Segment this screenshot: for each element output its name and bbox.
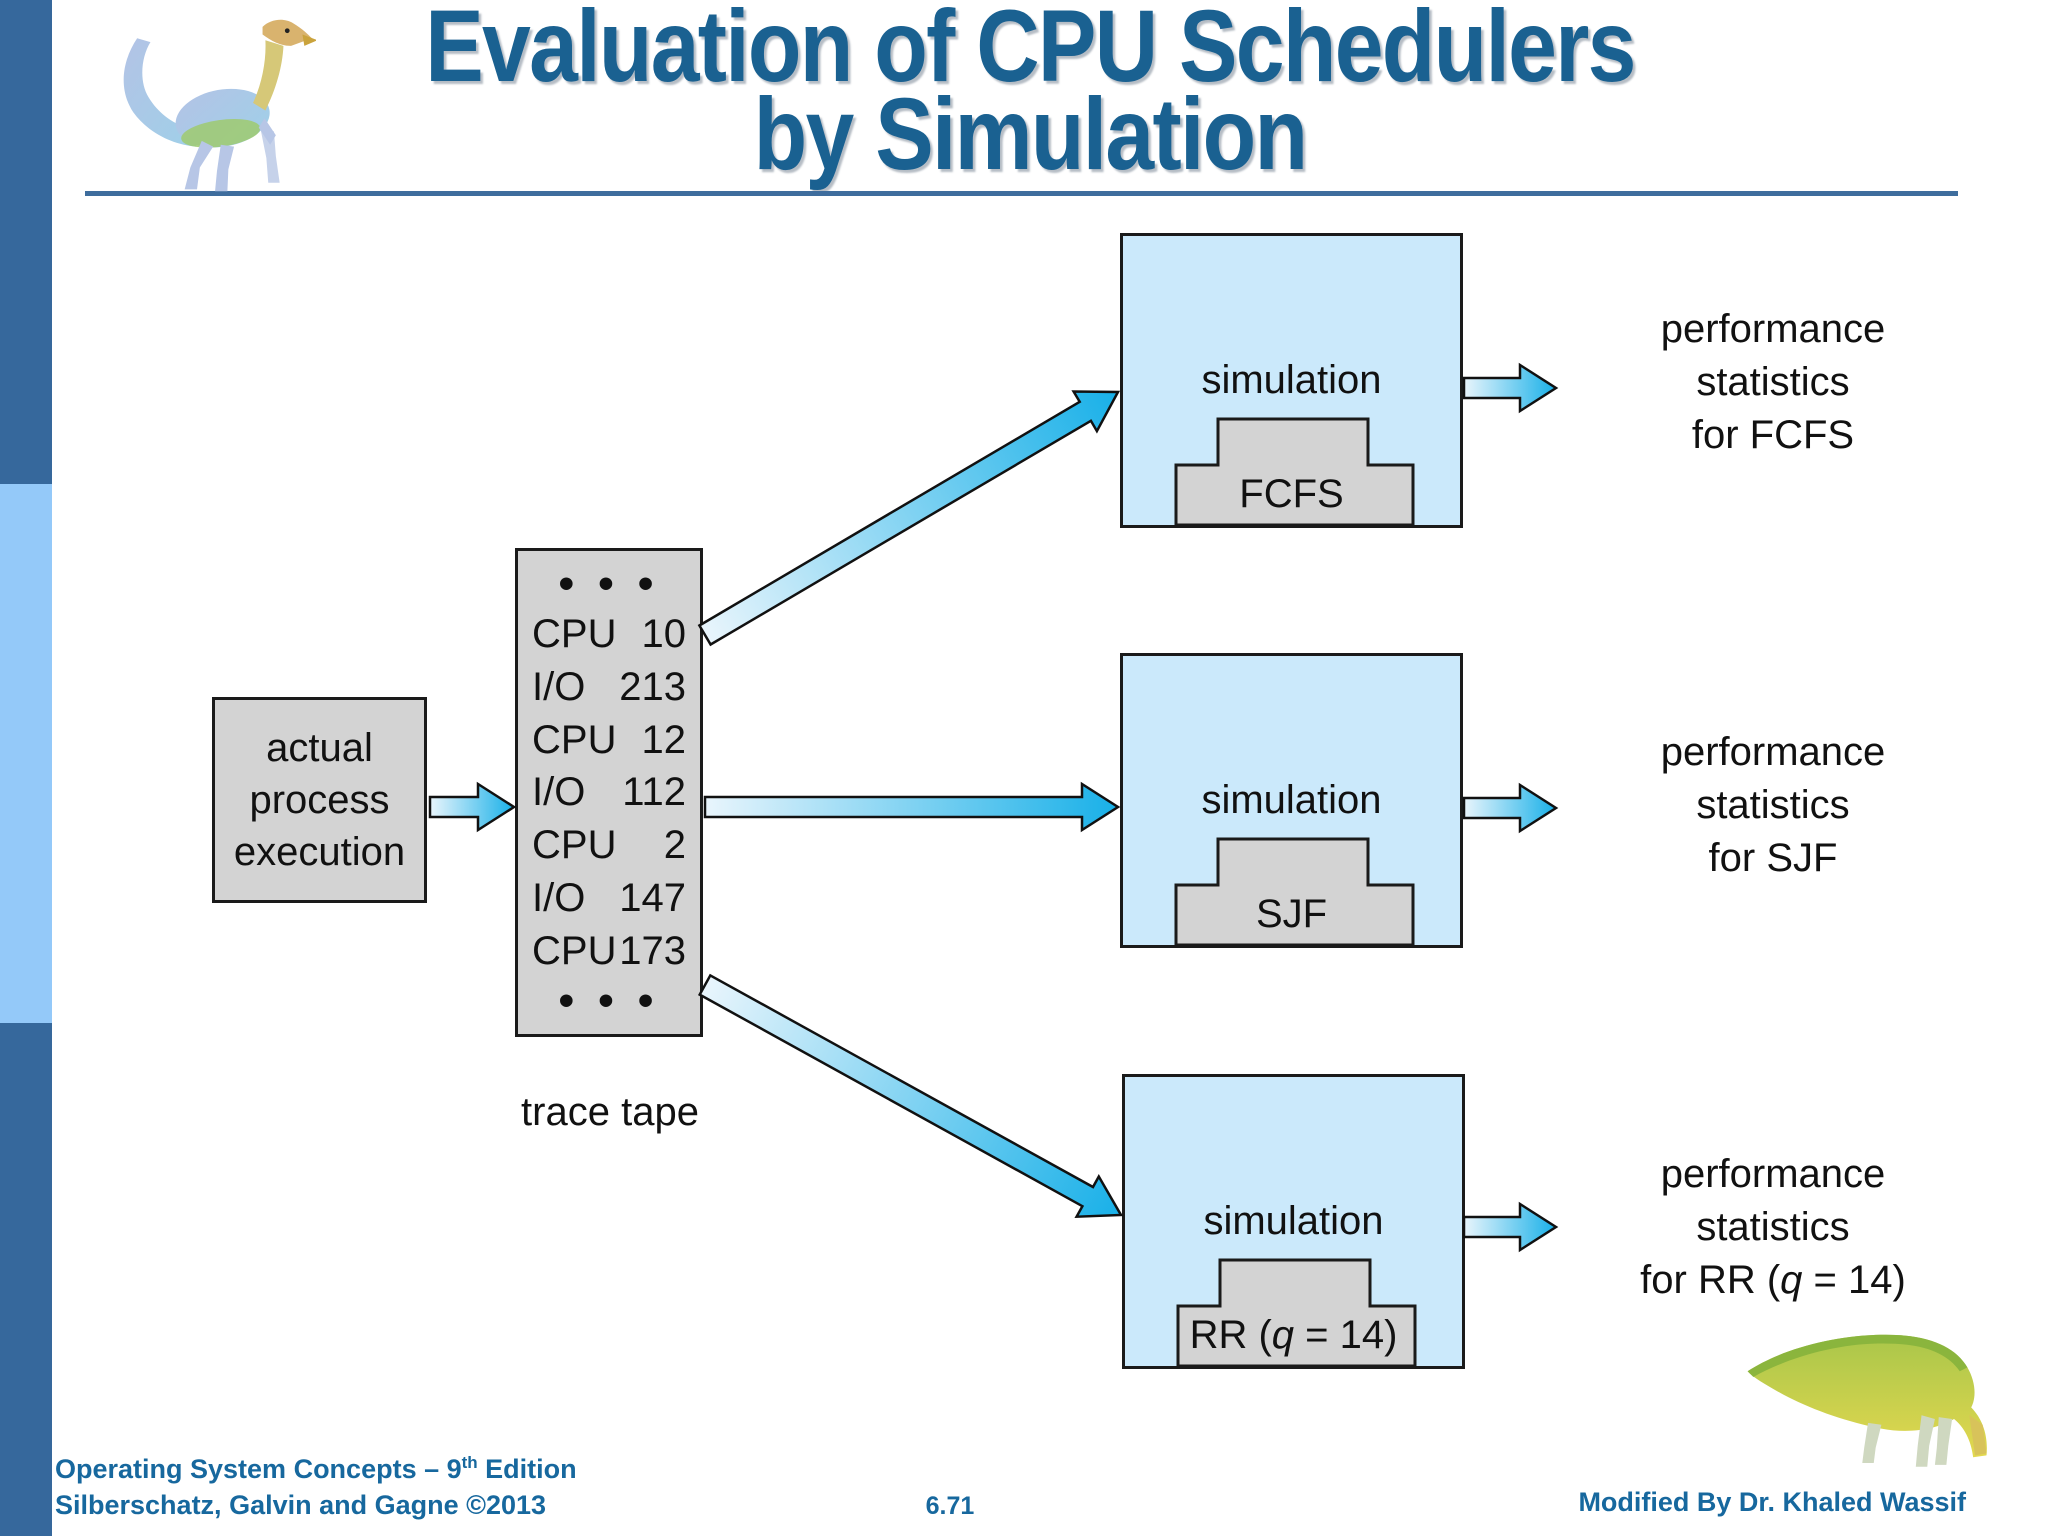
- page-title-line2: by Simulation: [753, 77, 1308, 191]
- page-title: Evaluation of CPU Schedulers by Simulati…: [90, 0, 1970, 191]
- trace-tape-dots-top: • • •: [558, 558, 660, 608]
- slide-number: 6.71: [925, 1492, 975, 1520]
- stats-line: statistics: [1696, 360, 1850, 404]
- arrow-fcfs-to-stats: [1462, 362, 1559, 414]
- footer-book-title-sup: th: [461, 1453, 478, 1472]
- arrow-sjf-to-stats: [1462, 782, 1559, 834]
- stats-line: for SJF: [1558, 832, 1988, 885]
- stats-line: for FCFS: [1558, 409, 1988, 462]
- trace-tape-caption: trace tape: [521, 1090, 699, 1134]
- stats-line: performance: [1660, 307, 1886, 351]
- trace-row: CPU 12: [532, 718, 686, 762]
- simulation-label: simulation: [1201, 778, 1382, 822]
- footer-authors: Silberschatz, Galvin and Gagne ©2013: [55, 1490, 547, 1520]
- dinosaur-logo-bottom: [1747, 1334, 1987, 1467]
- footer-book-info: Operating System Concepts – 9th Edition …: [55, 1445, 577, 1523]
- trace-row: I/O 147: [532, 876, 686, 920]
- trace-row-value: 2: [663, 823, 686, 868]
- scheduler-name-text: RR (: [1189, 1313, 1272, 1357]
- scheduler-name-suffix: = 14): [1294, 1313, 1398, 1357]
- stats-line-text: for RR (: [1640, 1258, 1781, 1302]
- scheduler-name-text: FCFS: [1239, 472, 1344, 516]
- trace-tape-dots-bottom: • • •: [558, 976, 660, 1026]
- arrow-tape-to-rr: [698, 973, 1124, 1219]
- title-underline: [85, 191, 1958, 196]
- simulation-label: simulation: [1203, 1199, 1384, 1243]
- page-title-line1: Evaluation of CPU Schedulers: [425, 0, 1636, 103]
- sidebar-top-segment: [0, 0, 52, 484]
- dinosaur-logo-top: [123, 19, 316, 192]
- scheduler-pedestal: [1174, 837, 1415, 945]
- trace-row-label: CPU: [532, 823, 617, 868]
- simulation-label: simulation: [1201, 358, 1382, 402]
- trace-row-label: I/O: [532, 665, 586, 710]
- trace-row-value: 112: [622, 770, 686, 815]
- stats-sjf: performance statistics for SJF: [1558, 726, 1988, 885]
- stats-line: statistics: [1696, 783, 1850, 827]
- simulation-box-sjf: simulation SJF: [1120, 653, 1463, 948]
- trace-tape-box: • • • CPU 10 I/O 213 CPU 12 I/O 112 CPU …: [515, 548, 703, 1037]
- stats-rr: performance statistics for RR (q = 14): [1558, 1148, 1988, 1307]
- trace-row: I/O 112: [532, 770, 686, 814]
- trace-row-value: 147: [619, 875, 686, 920]
- trace-row-label: CPU: [532, 717, 617, 762]
- stats-line: for RR (q = 14): [1558, 1254, 1988, 1307]
- stats-line: performance: [1660, 1152, 1886, 1196]
- trace-row-label: I/O: [532, 875, 586, 920]
- stats-fcfs: performance statistics for FCFS: [1558, 303, 1988, 462]
- sidebar-middle-segment: [0, 484, 52, 1023]
- actual-process-line1: actual: [266, 726, 373, 770]
- arrow-tape-to-fcfs: [697, 390, 1121, 647]
- trace-row-value: 12: [641, 717, 687, 762]
- trace-row: I/O 213: [532, 665, 686, 709]
- trace-row: CPU 173: [532, 929, 686, 973]
- trace-row-value: 173: [619, 928, 686, 973]
- scheduler-name-rr: RR (q = 14): [1125, 1313, 1462, 1358]
- simulation-box-rr: simulation RR (q = 14): [1122, 1074, 1465, 1369]
- trace-row-value: 213: [619, 665, 686, 710]
- stats-line-suffix: = 14): [1802, 1258, 1906, 1302]
- scheduler-name-sjf: SJF: [1123, 892, 1460, 937]
- trace-row: CPU 2: [532, 823, 686, 867]
- trace-row: CPU 10: [532, 612, 686, 656]
- footer-book-title-text: Operating System Concepts – 9: [55, 1454, 462, 1484]
- scheduler-pedestal: [1176, 1258, 1417, 1366]
- trace-row-label: CPU: [532, 928, 617, 973]
- scheduler-name-q: q: [1271, 1313, 1295, 1357]
- stats-line: statistics: [1696, 1205, 1850, 1249]
- simulation-box-fcfs: simulation FCFS: [1120, 233, 1463, 528]
- stats-line: performance: [1660, 730, 1886, 774]
- actual-process-box: actual process execution: [212, 697, 427, 903]
- trace-row-value: 10: [641, 612, 687, 657]
- scheduler-name-fcfs: FCFS: [1123, 472, 1460, 517]
- footer-book-title: Operating System Concepts – 9th Edition: [55, 1445, 577, 1487]
- footer-modified-by: Modified By Dr. Khaled Wassif: [1578, 1487, 1966, 1517]
- stats-line-text: for SJF: [1708, 836, 1838, 880]
- scheduler-pedestal: [1174, 417, 1415, 525]
- arrow-rr-to-stats: [1462, 1201, 1559, 1253]
- sidebar-bottom-segment: [0, 1023, 52, 1536]
- stats-line-q: q: [1780, 1258, 1803, 1302]
- trace-row-label: CPU: [532, 612, 617, 657]
- arrow-actual-to-tape: [428, 781, 517, 833]
- actual-process-line2: process: [249, 778, 390, 822]
- footer-book-title-suffix: Edition: [477, 1454, 577, 1484]
- actual-process-line3: execution: [233, 830, 406, 874]
- arrow-tape-to-sjf: [703, 781, 1121, 833]
- scheduler-name-text: SJF: [1255, 892, 1328, 936]
- trace-row-label: I/O: [532, 770, 586, 815]
- stats-line-text: for FCFS: [1691, 413, 1855, 457]
